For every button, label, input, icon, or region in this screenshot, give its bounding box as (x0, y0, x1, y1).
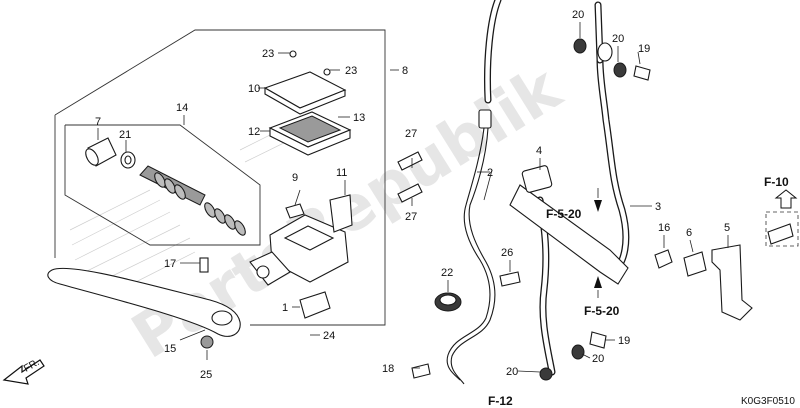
callout-6: 6 (686, 227, 692, 239)
callout-23b: 23 (345, 65, 357, 77)
callout-14: 14 (176, 102, 188, 114)
reference-labels: F-10 F-5-20 F-5-20 F-12 (488, 175, 789, 408)
callout-3: 3 (655, 201, 661, 213)
callout-27a: 27 (405, 128, 417, 140)
brake-lever (47, 267, 241, 337)
ref-f-5-20-lower: F-5-20 (584, 304, 620, 318)
callout-17: 17 (164, 258, 176, 270)
front-arrow-label: FR. (22, 357, 41, 375)
callout-20d: 20 (506, 366, 518, 378)
callout-26: 26 (501, 247, 513, 259)
master-cylinder-body (199, 194, 353, 349)
banjo-fittings (539, 38, 651, 381)
callout-20b: 20 (612, 33, 624, 45)
callout-9: 9 (292, 172, 298, 184)
callout-19a: 19 (638, 43, 650, 55)
ref-f-12: F-12 (488, 394, 513, 408)
piston-parts (85, 137, 246, 236)
sensor-bracket (654, 223, 794, 321)
callout-16: 16 (658, 222, 670, 234)
piston-kit-box (64, 124, 261, 246)
callout-24: 24 (323, 330, 335, 342)
reservoir-cap (263, 50, 352, 156)
callout-15: 15 (164, 343, 176, 355)
callout-23a: 23 (262, 48, 274, 60)
ref-f-10: F-10 (764, 175, 789, 189)
f-5-20-arrows (594, 188, 602, 298)
ref-f-5-20-upper: F-5-20 (546, 207, 582, 221)
front-arrow: FR. (2, 357, 45, 385)
callout-numbers: 8 23 23 10 13 12 14 7 21 11 9 17 15 25 2… (95, 9, 730, 381)
callout-11: 11 (336, 167, 347, 179)
callout-18: 18 (382, 363, 394, 375)
callout-4: 4 (536, 145, 542, 157)
callout-19b: 19 (618, 335, 630, 347)
callout-21: 21 (119, 129, 131, 141)
callout-7: 7 (95, 116, 101, 128)
callout-12: 12 (248, 126, 260, 138)
callout-10: 10 (248, 83, 260, 95)
callout-8: 8 (402, 65, 408, 77)
leader-lines (97, 22, 729, 373)
f10-reference-box (765, 189, 799, 247)
master-cylinder-box (54, 29, 386, 326)
callout-13: 13 (353, 112, 365, 124)
diagram-code: K0G3F0510 (741, 396, 795, 407)
callout-27b: 27 (405, 211, 417, 223)
clamps (411, 271, 521, 379)
callout-20c: 20 (592, 353, 604, 365)
hose-joint (509, 165, 629, 285)
callout-25: 25 (200, 369, 212, 381)
callout-20a: 20 (572, 9, 584, 21)
callout-2: 2 (487, 167, 493, 179)
callout-5: 5 (724, 222, 730, 234)
bolts (397, 151, 423, 203)
callout-1: 1 (282, 302, 288, 314)
switch-wire (446, 109, 496, 385)
callout-22: 22 (441, 267, 453, 279)
